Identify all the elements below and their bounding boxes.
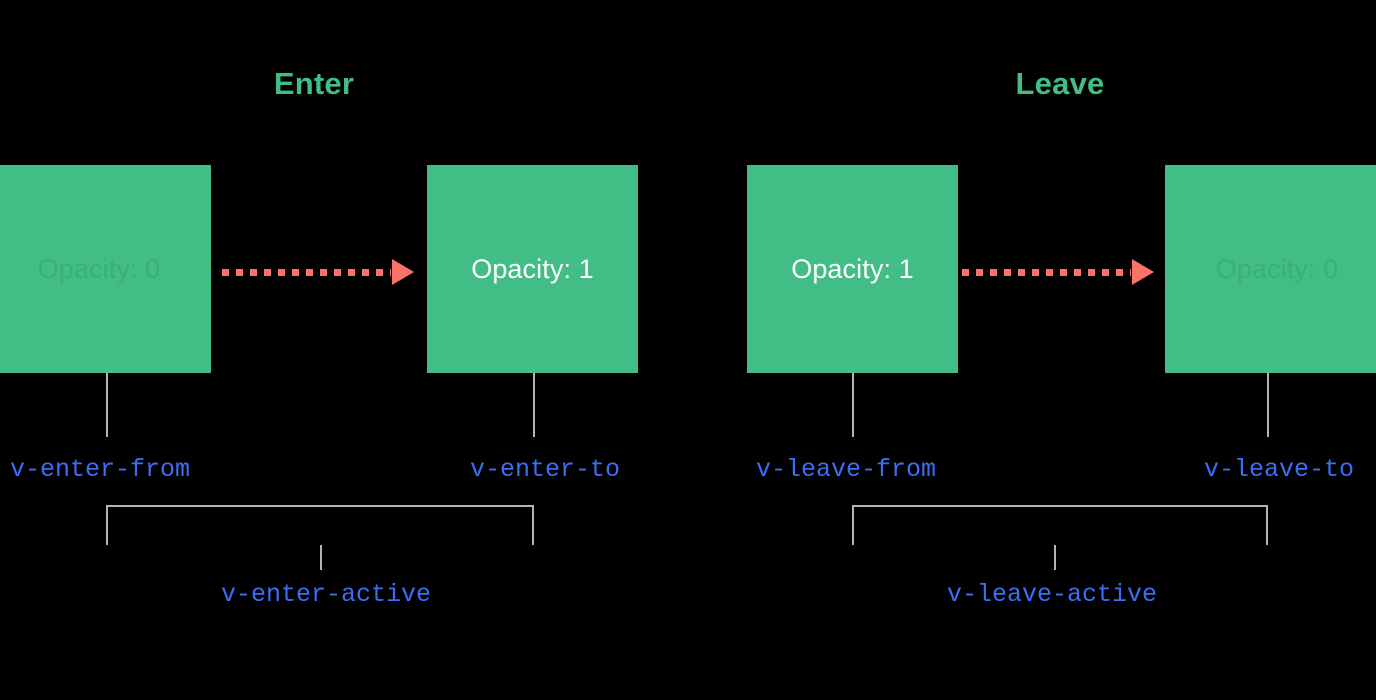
class-label-v-leave-from: v-leave-from [756,455,937,484]
state-box-leave-from: Opacity: 1 [747,165,958,373]
state-box-leave-to: Opacity: 0 [1165,165,1376,373]
bracket-enter-active [106,505,534,545]
bracket-leave-active [852,505,1268,545]
arrow-shaft [962,268,1131,276]
bracket-stem-leave-active [1054,545,1056,570]
arrow-head [392,259,414,285]
class-label-v-enter-active: v-enter-active [220,580,432,609]
class-label-v-leave-to: v-leave-to [1203,455,1354,484]
leader-line-enter-from [106,373,108,437]
class-label-v-enter-from: v-enter-from [10,455,191,484]
arrow-shaft [222,268,391,276]
state-box-leave-from-label: Opacity: 1 [791,253,914,284]
dashed-arrow-icon-leave [962,259,1154,285]
state-box-enter-to-label: Opacity: 1 [471,253,594,284]
state-box-leave-to-label: Opacity: 0 [1215,253,1339,284]
leader-line-leave-from [852,373,854,437]
arrow-head [1132,259,1154,285]
state-box-enter-to: Opacity: 1 [427,165,638,373]
section-title-enter: Enter [273,66,355,101]
bracket-stem-enter-active [320,545,322,570]
leader-line-leave-to [1267,373,1269,437]
state-box-enter-from: Opacity: 0 [0,165,211,373]
dashed-arrow-icon-enter [222,259,414,285]
section-title-leave: Leave [1015,66,1105,101]
class-label-v-leave-active: v-leave-active [946,580,1158,609]
leader-line-enter-to [533,373,535,437]
class-label-v-enter-to: v-enter-to [469,455,620,484]
state-box-enter-from-label: Opacity: 0 [37,253,161,284]
